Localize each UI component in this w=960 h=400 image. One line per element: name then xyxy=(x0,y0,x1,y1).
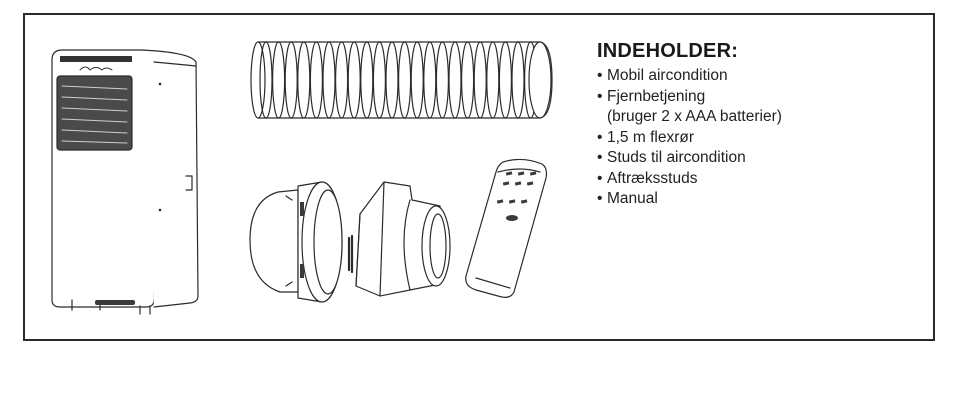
portable-air-conditioner-icon: ​ xyxy=(51,49,199,315)
flex-hose-icon xyxy=(250,41,553,119)
remote-control-icon xyxy=(465,158,548,298)
list-item: •Manual xyxy=(597,190,658,207)
exhaust-nozzle-icon xyxy=(347,181,451,297)
window-adapter-icon xyxy=(249,181,343,303)
list-item: •1,5 m flexrør xyxy=(597,128,694,146)
list-item: •Aftræksstuds xyxy=(597,169,698,187)
list-item: •Fjernbetjening xyxy=(597,87,706,105)
contents-heading: INDEHOLDER: xyxy=(597,40,739,62)
contents-list: •Mobil aircondition •Fjernbetjening (bru… xyxy=(597,66,927,210)
list-item: •Studs til aircondition xyxy=(597,149,746,166)
list-item-note: (bruger 2 x AAA batterier) xyxy=(607,108,782,125)
content-frame xyxy=(23,13,935,341)
contents-list-panel: INDEHOLDER: •Mobil aircondition •Fjernbe… xyxy=(597,40,927,210)
list-item: •Mobil aircondition xyxy=(597,67,728,84)
